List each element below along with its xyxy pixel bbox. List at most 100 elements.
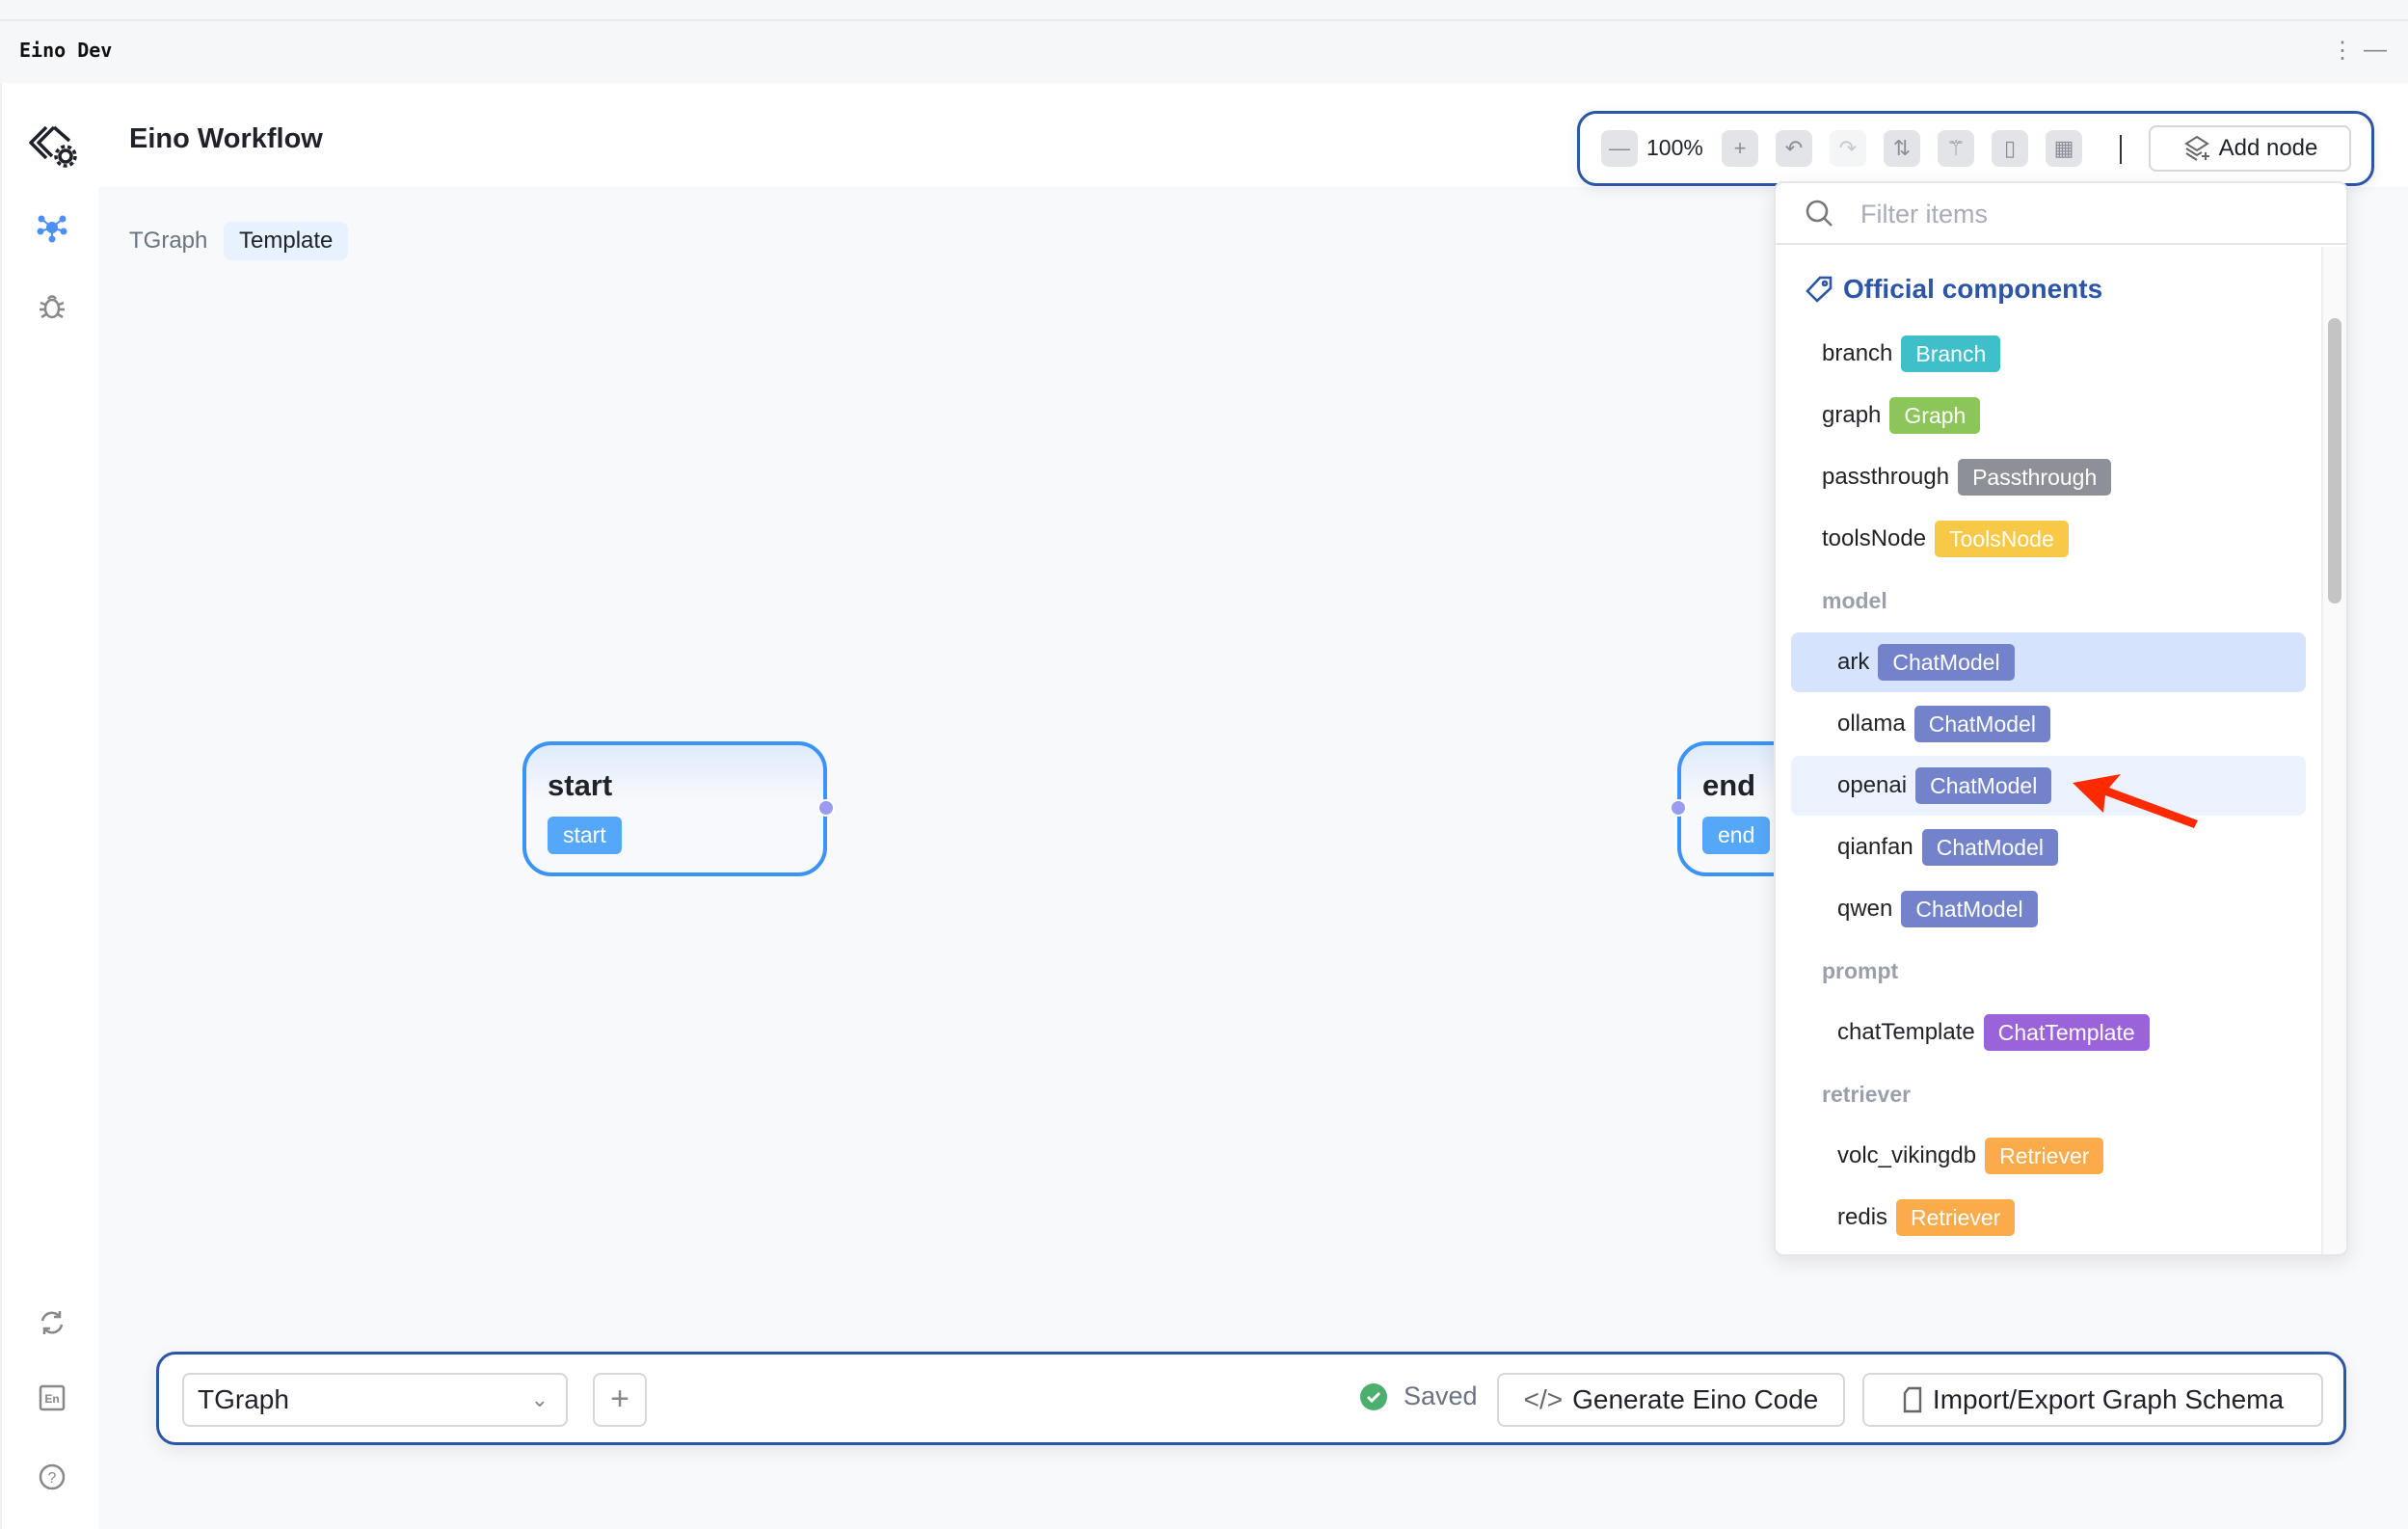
layers-add-icon [2183,135,2209,161]
breadcrumb-graph: TGraph [129,228,208,254]
filter-input[interactable] [1860,195,2304,233]
svg-text:En: En [44,1392,59,1406]
component-item-volc_vikingdb[interactable]: volc_vikingdb Retriever [1791,1126,2306,1186]
input-handle[interactable] [1670,799,1687,817]
group-label-retriever: retriever [1822,1082,1912,1107]
bottom-bar: TGraph ⌄ + Saved </> Generate Eino Code … [156,1352,2346,1445]
component-name: qianfan [1837,834,1913,860]
component-type-tag: ToolsNode [1935,521,2069,557]
save-status-label: Saved [1404,1381,1478,1410]
component-type-tag: ChatTemplate [1983,1014,2150,1051]
component-name: passthrough [1822,464,1950,490]
more-icon[interactable]: ⋮ [2331,38,2354,64]
component-name: ark [1837,649,1870,675]
component-name: volc_vikingdb [1837,1142,1977,1168]
redo-button[interactable]: ↷ [1830,130,1866,167]
check-circle-icon [1360,1382,1387,1410]
component-item-qianfan[interactable]: qianfan ChatModel [1791,818,2306,877]
import-export-button[interactable]: Import/Export Graph Schema [1862,1373,2323,1427]
import-export-label: Import/Export Graph Schema [1932,1384,2285,1414]
chevron-down-icon: ⌄ [530,1387,548,1411]
component-type-tag: Branch [1901,335,2001,372]
mouse-icon: ▯ [2003,136,2017,160]
zoom-level: 100% [1646,135,1703,160]
language-en-icon[interactable]: En [31,1377,73,1419]
minus-icon: — [1609,136,1630,160]
node-title: start [548,768,613,802]
debug-bug-icon[interactable] [31,285,73,328]
group-label-model: model [1822,588,1887,613]
sidebar: En ? [0,83,98,1529]
component-item-chatTemplate[interactable]: chatTemplate ChatTemplate [1791,1003,2306,1062]
plus-icon: + [1733,136,1747,160]
component-item-qwen[interactable]: qwen ChatModel [1791,879,2306,939]
graph-select-value: TGraph [198,1384,289,1414]
section-label: Official components [1843,274,2103,304]
add-node-label: Add node [2218,135,2318,161]
help-icon[interactable]: ? [31,1456,73,1498]
minimize-icon[interactable]: — [2364,37,2387,63]
search-icon [1806,200,1833,227]
eino-logo-icon [25,119,79,173]
layout-button[interactable]: ⇅ [1884,130,1920,167]
toolbar-divider [2120,135,2122,164]
node-type-tag: end [1702,817,1771,854]
graph-select[interactable]: TGraph ⌄ [182,1373,568,1427]
add-node-button[interactable]: Add node [2149,125,2351,172]
component-name: graph [1822,402,1882,428]
redo-icon: ↷ [1838,136,1858,160]
zoom-out-button[interactable]: — [1601,130,1638,167]
component-type-tag: ChatModel [1913,706,2050,742]
scrollbar-thumb[interactable] [2328,318,2341,604]
generate-code-button[interactable]: </> Generate Eino Code [1497,1373,1845,1427]
app-title: Eino Dev [19,39,113,62]
refresh-icon[interactable] [31,1301,73,1344]
component-type-tag: ChatModel [1901,891,2038,927]
annotation-arrow [2073,774,2198,828]
component-item-passthrough[interactable]: passthrough Passthrough [1791,447,2306,507]
minimap-button[interactable]: ▦ [2046,130,2082,167]
magic-wand-icon: ⚚ [1946,136,1966,160]
auto-arrange-button[interactable]: ⚚ [1938,130,1974,167]
start-node[interactable]: start start [522,741,835,876]
component-name: chatTemplate [1837,1019,1975,1045]
tag-icon [1806,276,1833,303]
sort-layout-icon: ⇅ [1892,136,1912,160]
component-item-openai[interactable]: openai ChatModel [1791,756,2306,816]
component-item-ark[interactable]: ark ChatModel [1791,632,2306,692]
graph-workflow-icon[interactable] [31,207,73,250]
component-item-graph[interactable]: graph Graph [1791,386,2306,445]
code-icon: </> [1523,1384,1564,1414]
generate-code-label: Generate Eino Code [1572,1384,1819,1414]
component-name: openai [1837,772,1908,798]
component-name: qwen [1837,896,1893,922]
component-type-tag: Graph [1889,397,1981,434]
component-item-branch[interactable]: branch Branch [1791,324,2306,384]
component-type-tag: Passthrough [1958,459,2112,496]
add-graph-button[interactable]: + [593,1373,647,1427]
mouse-mode-button[interactable]: ▯ [1992,130,2028,167]
component-name: toolsNode [1822,525,1927,551]
undo-button[interactable]: ↶ [1776,130,1812,167]
component-type-tag: Retriever [1985,1138,2104,1174]
title-bar [0,21,2408,83]
component-type-tag: ChatModel [1878,644,2015,681]
plus-icon: + [610,1381,629,1417]
breadcrumb-template-tag: Template [224,222,349,260]
component-type-tag: ChatModel [1921,829,2058,866]
component-type-tag: ChatModel [1915,767,2052,804]
zoom-in-button[interactable]: + [1722,130,1758,167]
component-item-toolsNode[interactable]: toolsNode ToolsNode [1791,509,2306,569]
component-name: branch [1822,340,1893,366]
canvas-toolbar: — 100% + ↶ ↷ ⇅ ⚚ ▯ ▦ Add node [1577,111,2374,186]
official-components-header: Official components [1805,274,2102,305]
node-title: end [1702,768,1756,802]
filter-row [1776,183,2346,245]
undo-icon: ↶ [1784,136,1804,160]
add-node-dropdown: Official components branch Branch graph Gra… [1774,181,2348,1256]
output-handle[interactable] [817,799,835,817]
scrollbar[interactable] [2321,247,2346,1254]
component-type-tag: Retriever [1896,1199,2016,1236]
